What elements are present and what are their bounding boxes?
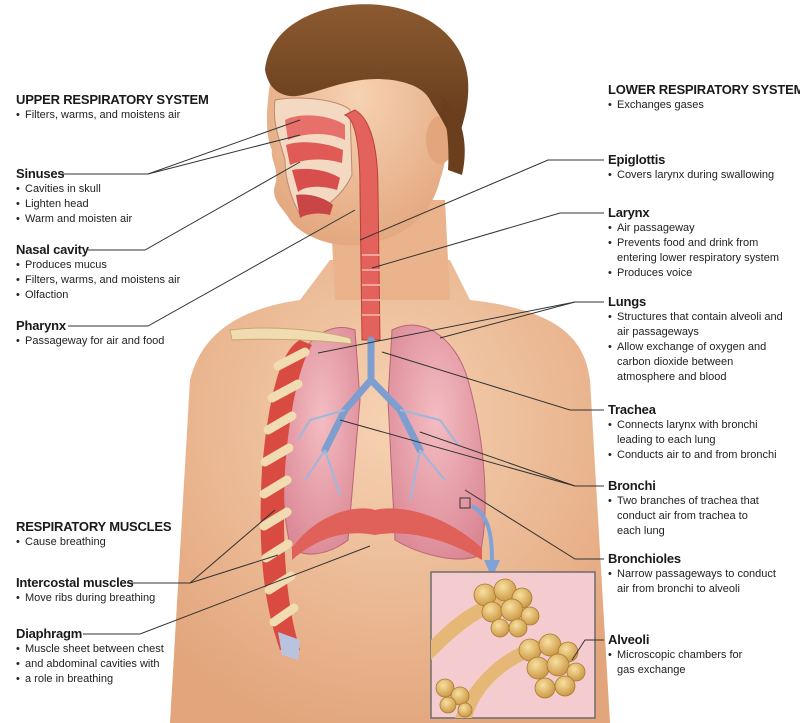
nasal-cavity-item: Produces mucus	[16, 258, 180, 273]
trachea-title: Trachea	[608, 402, 777, 418]
upper-respiratory-block: UPPER RESPIRATORY SYSTEM Filters, warms,…	[16, 92, 209, 123]
larynx-title: Larynx	[608, 205, 779, 221]
epiglottis-title: Epiglottis	[608, 152, 774, 168]
epiglottis-block: Epiglottis Covers larynx during swallowi…	[608, 152, 774, 183]
intercostal-item: Move ribs during breathing	[16, 591, 155, 606]
alveoli-item: Microscopic chambers for	[608, 648, 742, 663]
trachea-block: Trachea Connects larynx with bronchi lea…	[608, 402, 777, 463]
nasal-cavity-title: Nasal cavity	[16, 242, 180, 258]
diaphragm-item-cont: and abdominal cavities with	[16, 657, 164, 672]
nasal-cavity-item: Olfaction	[16, 288, 180, 303]
respiratory-muscles-item: Cause breathing	[16, 535, 171, 550]
bronchi-item-cont: each lung	[608, 524, 759, 539]
bronchi-title: Bronchi	[608, 478, 759, 494]
trachea-item: Conducts air to and from bronchi	[608, 448, 777, 463]
upper-respiratory-item: Filters, warms, and moistens air	[16, 108, 209, 123]
sinuses-item: Cavities in skull	[16, 182, 132, 197]
pharynx-item: Passageway for air and food	[16, 334, 164, 349]
lungs-item-cont: air passageways	[608, 325, 783, 340]
bronchioles-title: Bronchioles	[608, 551, 776, 567]
lungs-block: Lungs Structures that contain alveoli an…	[608, 294, 783, 385]
bronchioles-item: Narrow passageways to conduct	[608, 567, 776, 582]
bronchioles-block: Bronchioles Narrow passageways to conduc…	[608, 551, 776, 597]
sinuses-block: Sinuses Cavities in skull Lighten head W…	[16, 166, 132, 227]
sinuses-item: Warm and moisten air	[16, 212, 132, 227]
intercostal-block: Intercostal muscles Move ribs during bre…	[16, 575, 155, 606]
bronchi-item-cont: conduct air from trachea to	[608, 509, 759, 524]
larynx-item: Prevents food and drink from	[608, 236, 779, 251]
epiglottis-item: Covers larynx during swallowing	[608, 168, 774, 183]
alveoli-block: Alveoli Microscopic chambers for gas exc…	[608, 632, 742, 678]
trachea-item-cont: leading to each lung	[608, 433, 777, 448]
lungs-item-cont: carbon dioxide between	[608, 355, 783, 370]
intercostal-title: Intercostal muscles	[16, 575, 155, 591]
larynx-item: Air passageway	[608, 221, 779, 236]
upper-respiratory-title: UPPER RESPIRATORY SYSTEM	[16, 92, 209, 108]
nasal-cavity-block: Nasal cavity Produces mucus Filters, war…	[16, 242, 180, 303]
lungs-title: Lungs	[608, 294, 783, 310]
respiratory-muscles-title: RESPIRATORY MUSCLES	[16, 519, 171, 535]
pharynx-title: Pharynx	[16, 318, 164, 334]
lower-respiratory-item: Exchanges gases	[608, 98, 800, 113]
larynx-item: Produces voice	[608, 266, 779, 281]
alveoli-title: Alveoli	[608, 632, 742, 648]
diaphragm-item: Muscle sheet between chest	[16, 642, 164, 657]
sinuses-item: Lighten head	[16, 197, 132, 212]
larynx-block: Larynx Air passageway Prevents food and …	[608, 205, 779, 281]
lungs-item-cont: atmosphere and blood	[608, 370, 783, 385]
lungs-item: Structures that contain alveoli and	[608, 310, 783, 325]
lower-respiratory-title: LOWER RESPIRATORY SYSTEM	[608, 82, 800, 98]
alveoli-item-cont: gas exchange	[608, 663, 742, 678]
pharynx-block: Pharynx Passageway for air and food	[16, 318, 164, 349]
lower-respiratory-block: LOWER RESPIRATORY SYSTEM Exchanges gases	[608, 82, 800, 113]
trachea-item: Connects larynx with bronchi	[608, 418, 777, 433]
larynx-item-cont: entering lower respiratory system	[608, 251, 779, 266]
diaphragm-item-cont: a role in breathing	[16, 672, 164, 687]
sinuses-title: Sinuses	[16, 166, 132, 182]
alveoli-inset	[431, 572, 595, 718]
bronchioles-item-cont: air from bronchi to alveoli	[608, 582, 776, 597]
bronchi-item: Two branches of trachea that	[608, 494, 759, 509]
bronchi-block: Bronchi Two branches of trachea that con…	[608, 478, 759, 539]
diaphragm-block: Diaphragm Muscle sheet between chest and…	[16, 626, 164, 687]
diaphragm-title: Diaphragm	[16, 626, 164, 642]
nasal-cavity-item: Filters, warms, and moistens air	[16, 273, 180, 288]
respiratory-muscles-block: RESPIRATORY MUSCLES Cause breathing	[16, 519, 171, 550]
lungs-item: Allow exchange of oxygen and	[608, 340, 783, 355]
